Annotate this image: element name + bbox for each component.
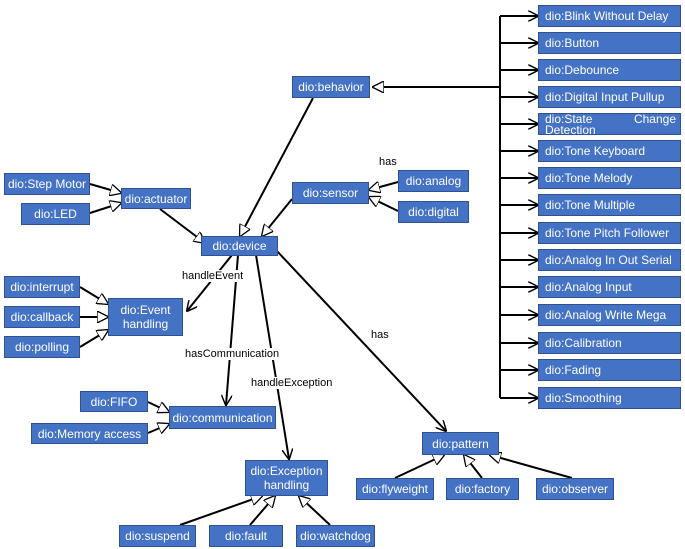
node-factory[interactable]: dio:factory [446,478,519,500]
edge-digital-sensor [369,197,399,212]
edge-led-actuator [89,203,121,214]
node-observer[interactable]: dio:observer [536,478,614,500]
node-communication[interactable]: dio:communication [169,406,276,429]
behavior-item[interactable]: dio:Calibration [538,332,681,354]
behavior-item[interactable]: dio:Blink Without Delay [538,5,681,27]
edge-factory-pattern [464,455,483,479]
behavior-item[interactable]: dio:State Change Detection [538,113,681,135]
node-behavior[interactable]: dio:behavior [292,76,370,98]
node-device[interactable]: dio:device [201,236,278,256]
node-led[interactable]: dio:LED [21,203,90,225]
behavior-item[interactable]: dio:Analog Input [538,276,681,298]
behavior-item[interactable]: dio:Button [538,32,681,54]
edge-interrupt-event [79,286,108,304]
node-digital[interactable]: dio:digital [398,201,469,223]
behavior-item[interactable]: dio:Tone Keyboard [538,140,681,162]
node-callback[interactable]: dio:callback [4,306,80,328]
behavior-item[interactable]: dio:Tone Pitch Follower [538,222,681,244]
edge-flyweight-pattern [394,455,444,479]
edge-stepmotor-actuator [89,183,121,193]
behavior-item[interactable]: dio:Debounce [538,59,681,81]
edge-actuator-device [159,208,205,243]
edge-label-has-communication: hasCommunication [184,348,281,360]
node-fault[interactable]: dio:fault [209,525,283,547]
node-flyweight[interactable]: dio:flyweight [356,478,434,500]
node-polling[interactable]: dio:polling [4,336,80,358]
behavior-item[interactable]: dio:Tone Multiple [538,194,681,216]
node-sensor[interactable]: dio:sensor [292,182,369,204]
edge-suspend-exception [179,496,262,526]
edge-sensor-device [262,198,293,236]
node-suspend[interactable]: dio:suspend [119,525,196,547]
node-watchdog[interactable]: dio:watchdog [296,525,375,547]
node-exception-handling[interactable]: dio:Exception handling [245,460,328,496]
edge-fault-exception [249,496,275,526]
node-actuator[interactable]: dio:actuator [121,188,191,209]
node-fifo[interactable]: dio:FIFO [80,391,148,412]
node-analog[interactable]: dio:analog [398,170,469,192]
edge-behavior-device [240,97,314,236]
behavior-item[interactable]: dio:Analog In Out Serial [538,249,681,271]
edge-label-pattern-has: has [370,329,390,341]
edge-polling-event [79,330,108,348]
edge-label-handle-exception: handleException [250,377,334,389]
behavior-item[interactable]: dio:Smoothing [538,387,681,409]
behavior-item[interactable]: dio:Tone Melody [538,167,681,189]
behavior-item[interactable]: dio:Analog Write Mega [538,304,681,326]
edge-analog-sensor [369,181,399,190]
node-pattern[interactable]: dio:pattern [422,432,499,455]
node-event-handling[interactable]: dio:Event handling [108,298,183,336]
edge-fifo-communication [147,401,169,412]
edge-label-sensor-has: has [378,156,398,168]
edge-label-handle-event: handleEvent [181,270,245,282]
node-step-motor[interactable]: dio:Step Motor [4,173,90,195]
behavior-item[interactable]: dio:Digital Input Pullup [538,86,681,108]
edge-device-pattern [275,249,446,431]
node-interrupt[interactable]: dio:interrupt [4,276,80,298]
edge-observer-pattern [490,455,573,479]
behavior-item[interactable]: dio:Fading [538,359,681,381]
edge-watchdog-exception [299,496,331,526]
edge-device-event [187,254,233,311]
node-memory-access[interactable]: dio:Memory access [31,423,148,444]
edge-memory-communication [147,424,169,434]
